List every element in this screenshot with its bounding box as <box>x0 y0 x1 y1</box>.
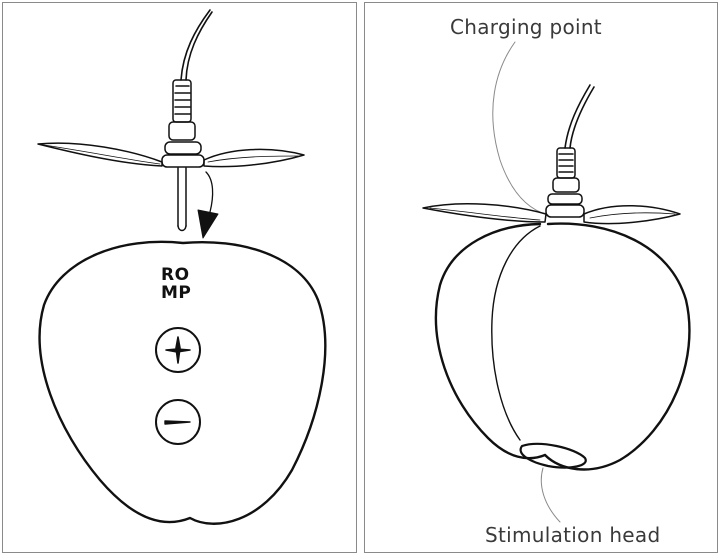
stimulation-head-label: Stimulation head <box>485 523 661 547</box>
right-panel-frame <box>364 2 718 553</box>
device-body-front <box>38 240 327 525</box>
stimulation-head <box>519 442 587 469</box>
insert-direction-arrow <box>205 171 214 213</box>
minus-button <box>155 399 201 445</box>
brand-logo-line2: MP <box>161 283 192 303</box>
leaf-right <box>203 148 305 168</box>
charging-connector <box>161 79 205 168</box>
minus-icon <box>164 420 191 425</box>
leaf-left <box>37 142 163 167</box>
charging-callout-line <box>492 41 549 216</box>
plus-button <box>155 327 201 373</box>
device-body-side <box>543 222 691 471</box>
charging-cable <box>180 9 211 81</box>
charging-point-label: Charging point <box>450 15 602 39</box>
device-body-back <box>434 222 547 460</box>
plus-icon <box>165 336 191 364</box>
arrow-down-icon <box>197 209 219 239</box>
brand-logo-line1: RO <box>161 265 190 285</box>
stimulation-callout-line <box>540 467 561 523</box>
connector-pin <box>177 167 187 232</box>
